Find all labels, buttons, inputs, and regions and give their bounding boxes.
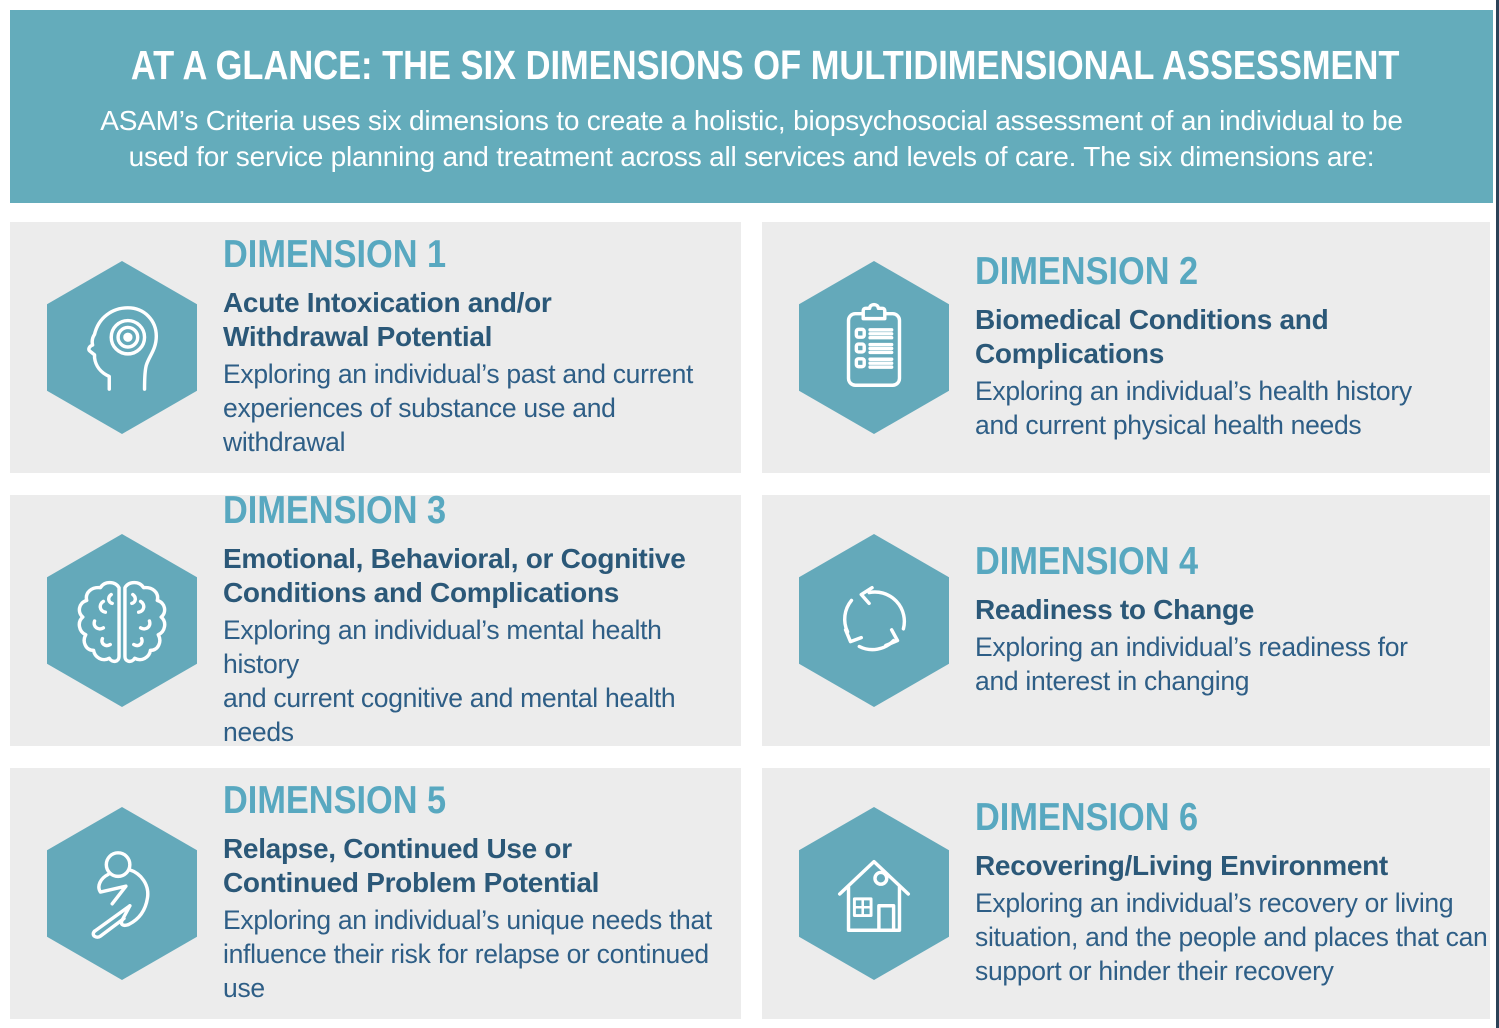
dimension-4-heading: DIMENSION 4 [975, 540, 1199, 584]
dimension-1-text: DIMENSION 1 Acute Intoxication and/or Wi… [223, 233, 741, 461]
dimension-1-heading: DIMENSION 1 [223, 233, 447, 277]
dimension-6-card: DIMENSION 6 Recovering/Living Environmen… [762, 768, 1490, 1019]
dimension-1-title: Acute Intoxication and/or Withdrawal Pot… [223, 287, 552, 353]
page-subtitle: ASAM’s Criteria uses six dimensions to c… [100, 105, 1403, 173]
page-right-border [1496, 0, 1499, 1028]
house-icon [837, 859, 911, 932]
dimension-5-card: DIMENSION 5 Relapse, Continued Use or Co… [10, 768, 741, 1019]
dimension-1-hexagon [47, 261, 197, 434]
brain-icon [77, 580, 167, 663]
dimension-1-card: DIMENSION 1 Acute Intoxication and/or Wi… [10, 222, 741, 473]
dimension-2-card: DIMENSION 2 Biomedical Conditions and Co… [762, 222, 1490, 473]
dimension-2-title: Biomedical Conditions and Complications [975, 304, 1329, 370]
dimension-4-description: Exploring an individual’s readiness for … [975, 632, 1408, 696]
hunched-person-icon [91, 850, 150, 939]
dimension-2-text: DIMENSION 2 Biomedical Conditions and Co… [975, 250, 1412, 445]
dimension-3-description: Exploring an individual’s mental health … [223, 615, 676, 747]
dimension-2-heading: DIMENSION 2 [975, 250, 1199, 294]
dimension-6-hexagon [799, 807, 949, 980]
dimension-6-title: Recovering/Living Environment [975, 850, 1388, 882]
dimension-cards-grid: DIMENSION 1 Acute Intoxication and/or Wi… [10, 222, 1490, 1019]
dimension-2-hexagon [799, 261, 949, 434]
dimension-2-description: Exploring an individual’s health history… [975, 375, 1412, 440]
dimension-4-title: Readiness to Change [975, 594, 1255, 626]
dimension-3-heading: DIMENSION 3 [223, 489, 447, 533]
dimension-1-description: Exploring an individual’s past and curre… [223, 359, 694, 457]
dimension-4-hexagon [799, 534, 949, 707]
dimension-5-heading: DIMENSION 5 [223, 779, 447, 823]
dimension-5-hexagon [47, 807, 197, 980]
dimension-6-description: Exploring an individual’s recovery or li… [975, 888, 1488, 986]
dimension-3-card: DIMENSION 3 Emotional, Behavioral, or Co… [10, 489, 741, 747]
page-title: AT A GLANCE: THE SIX DIMENSIONS OF MULTI… [10, 42, 1493, 89]
dimension-4-text: DIMENSION 4 Readiness to Change Explorin… [975, 540, 1408, 701]
dimension-3-text: DIMENSION 3 Emotional, Behavioral, or Co… [223, 489, 741, 751]
header-banner: AT A GLANCE: THE SIX DIMENSIONS OF MULTI… [10, 10, 1493, 203]
head-target-icon [87, 305, 159, 391]
dimension-3-hexagon [47, 534, 197, 707]
clipboard-checklist-icon [846, 302, 902, 387]
page-title-text: AT A GLANCE: THE SIX DIMENSIONS OF MULTI… [130, 42, 1400, 88]
dimension-5-text: DIMENSION 5 Relapse, Continued Use or Co… [223, 779, 741, 1007]
dimension-5-title: Relapse, Continued Use or Continued Prob… [223, 833, 600, 899]
dimension-3-title: Emotional, Behavioral, or Cognitive Cond… [223, 543, 686, 609]
dimension-6-heading: DIMENSION 6 [975, 796, 1199, 840]
dimension-6-text: DIMENSION 6 Recovering/Living Environmen… [975, 796, 1488, 991]
dimension-4-card: DIMENSION 4 Readiness to Change Explorin… [762, 495, 1490, 746]
cycle-arrows-icon [842, 585, 907, 651]
dimension-5-description: Exploring an individual’s unique needs t… [223, 905, 712, 1003]
